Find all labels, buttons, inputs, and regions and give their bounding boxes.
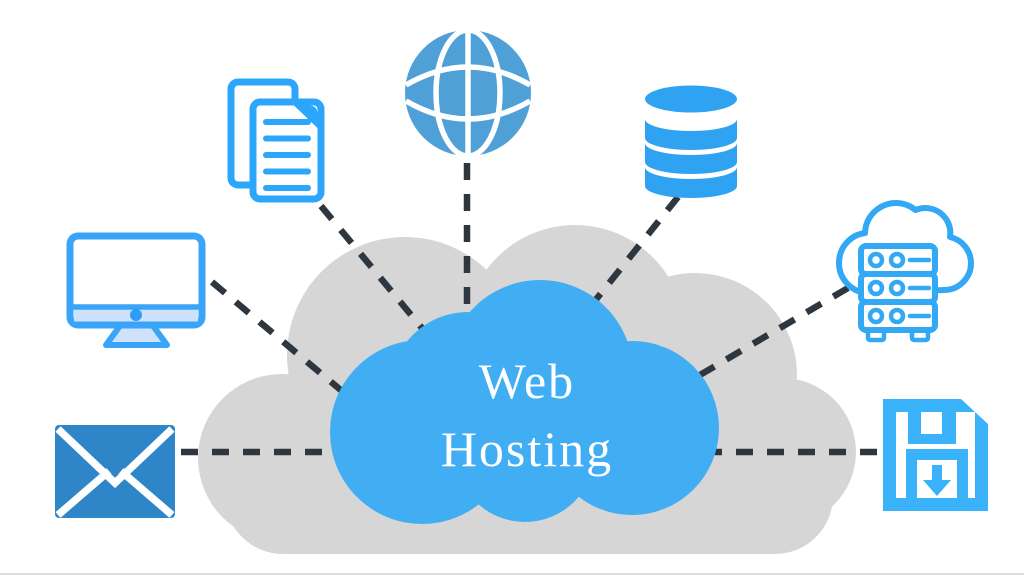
globe-icon xyxy=(404,27,532,159)
cloud-title-line-2: Hosting xyxy=(441,421,613,477)
bottom-border xyxy=(0,573,1024,575)
cloud-title-line-1: Web xyxy=(479,353,575,409)
database-icon xyxy=(645,85,737,198)
floppy-frame xyxy=(883,399,988,511)
cloud-server-icon xyxy=(835,200,974,343)
connector-monitor xyxy=(209,279,358,405)
folded-corner xyxy=(294,105,318,128)
front-page xyxy=(249,98,325,203)
envelope-flap xyxy=(55,426,175,489)
envelope-crease-right xyxy=(118,468,175,518)
download-arrow-shaft xyxy=(932,465,942,481)
monitor-icon xyxy=(66,232,206,348)
monitor-screen xyxy=(66,232,206,329)
documents-icon xyxy=(227,78,325,203)
monitor-camera-dot xyxy=(130,309,142,321)
envelope-crease-left xyxy=(55,468,112,518)
download-arrow-head xyxy=(923,480,951,496)
save-disk-icon xyxy=(883,399,988,511)
email-icon xyxy=(55,425,175,518)
floppy-shutter-notch xyxy=(921,412,942,434)
connector-documents xyxy=(318,203,458,371)
web-hosting-cloud: Web Hosting xyxy=(330,280,719,524)
